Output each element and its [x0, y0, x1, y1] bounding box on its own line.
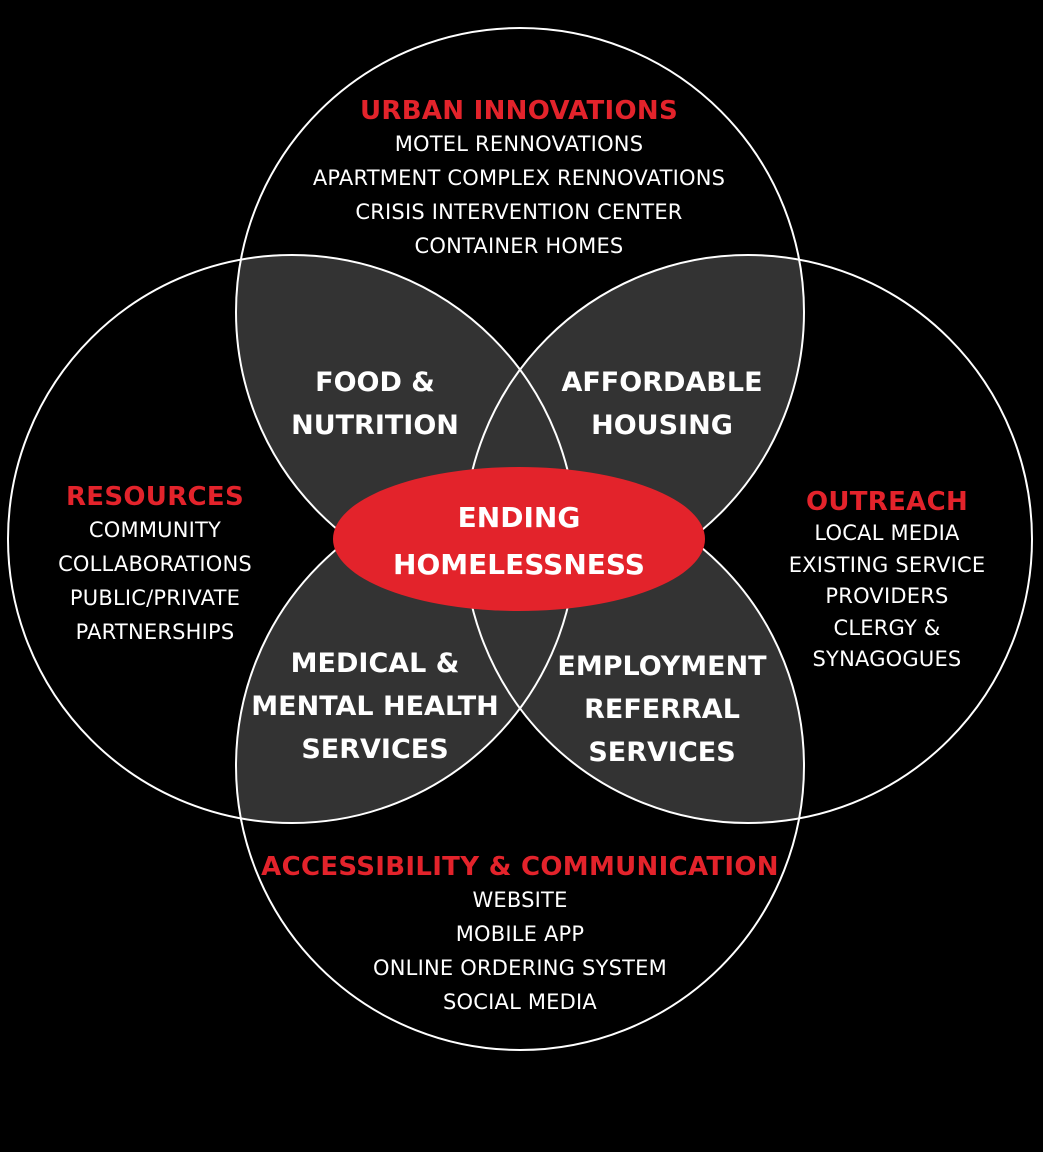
category-urban-innovations: URBAN INNOVATIONS MOTEL RENNOVATIONS APA… [313, 95, 725, 263]
center-label-ending-homelessness: ENDING HOMELESSNESS [393, 494, 645, 588]
category-item: PROVIDERS [825, 584, 949, 608]
category-item: MOBILE APP [455, 922, 585, 946]
category-item: PARTNERSHIPS [75, 620, 235, 644]
category-title: URBAN INNOVATIONS [359, 96, 679, 126]
category-item: MOTEL RENNOVATIONS [394, 132, 644, 156]
category-resources: RESOURCES COMMUNITY COLLABORATIONS PUBLI… [58, 481, 252, 649]
overlap-label-line: FOOD & [315, 367, 435, 398]
category-title: RESOURCES [65, 482, 244, 512]
overlap-employment-referral: EMPLOYMENT REFERRAL SERVICES [557, 645, 766, 774]
overlap-label-line: HOUSING [591, 410, 733, 441]
overlap-label-line: SERVICES [588, 737, 736, 768]
category-item: SYNAGOGUES [812, 647, 962, 671]
overlap-label-line: SERVICES [301, 734, 449, 765]
category-item: WEBSITE [472, 888, 568, 912]
category-item: SOCIAL MEDIA [443, 990, 597, 1014]
category-item: LOCAL MEDIA [814, 521, 960, 545]
category-item: PUBLIC/PRIVATE [69, 586, 241, 610]
overlap-affordable-housing: AFFORDABLE HOUSING [561, 361, 762, 447]
category-item: COMMUNITY [88, 518, 222, 542]
category-item: EXISTING SERVICE [788, 552, 986, 577]
category-title: OUTREACH [805, 487, 969, 517]
category-outreach: OUTREACH LOCAL MEDIA EXISTING SERVICE PR… [789, 486, 986, 676]
overlap-label-line: REFERRAL [584, 694, 740, 725]
overlap-medical-mental-health: MEDICAL & MENTAL HEALTH SERVICES [251, 642, 498, 771]
overlap-label-line: MENTAL HEALTH [251, 691, 499, 722]
category-item: APARTMENT COMPLEX RENNOVATIONS [312, 166, 726, 190]
center-ellipse [333, 467, 705, 611]
category-accessibility-communication: ACCESSIBILITY & COMMUNICATION WEBSITE MO… [261, 851, 779, 1019]
category-item: ONLINE ORDERING SYSTEM [373, 956, 667, 980]
overlap-label-line: NUTRITION [291, 410, 459, 441]
category-item: CRISIS INTERVENTION CENTER [355, 200, 683, 224]
category-item: CONTAINER HOMES [414, 234, 624, 258]
overlap-food-nutrition: FOOD & NUTRITION [291, 361, 459, 447]
overlap-label-line: AFFORDABLE [561, 367, 763, 398]
center-label-line: ENDING [457, 501, 581, 534]
category-item: COLLABORATIONS [58, 552, 252, 576]
overlap-label-line: EMPLOYMENT [557, 651, 767, 682]
category-title: ACCESSIBILITY & COMMUNICATION [261, 852, 779, 882]
center-label-line: HOMELESSNESS [393, 548, 645, 581]
overlap-label-line: MEDICAL & [290, 648, 460, 679]
category-item: CLERGY & [833, 615, 941, 640]
